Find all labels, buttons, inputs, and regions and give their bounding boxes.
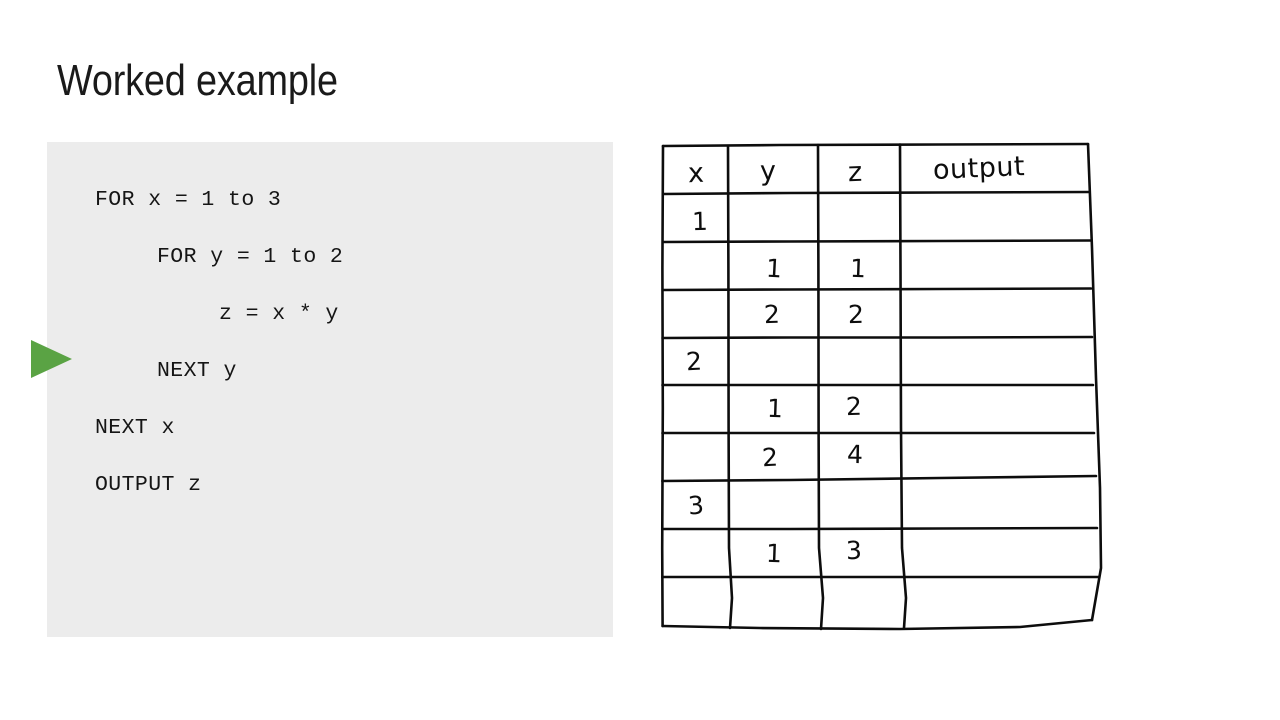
trace-table-header-output: output (932, 151, 1026, 186)
code-line: NEXT x (95, 416, 175, 440)
code-line: OUTPUT z (95, 473, 202, 497)
trace-table-grid (660, 142, 1103, 631)
trace-cell-z: 2 (845, 391, 863, 422)
trace-cell-y: 1 (765, 253, 783, 284)
trace-cell-z: 3 (845, 535, 863, 566)
trace-table: x y z output 1 1 1 2 2 2 1 2 2 4 3 1 3 (640, 128, 1120, 648)
trace-table-header-y: y (759, 155, 777, 188)
trace-cell-y: 2 (763, 299, 781, 330)
code-line: z = x * y (219, 302, 339, 326)
trace-cell-y: 1 (765, 538, 783, 569)
trace-table-header-x: x (687, 157, 705, 190)
code-line-list: FOR x = 1 to 3 FOR y = 1 to 2 z = x * y … (47, 142, 613, 514)
trace-cell-x: 1 (691, 206, 709, 237)
trace-cell-z: 2 (847, 299, 865, 330)
trace-cell-y: 1 (766, 393, 784, 424)
trace-table-header-z: z (847, 156, 863, 189)
page-title: Worked example (57, 56, 338, 105)
trace-cell-x: 2 (685, 346, 703, 377)
code-line: FOR y = 1 to 2 (157, 245, 344, 269)
trace-cell-y: 2 (761, 442, 779, 473)
code-panel: FOR x = 1 to 3 FOR y = 1 to 2 z = x * y … (47, 142, 613, 637)
code-line: NEXT y (157, 359, 237, 383)
play-triangle-icon (31, 340, 72, 378)
code-line: FOR x = 1 to 3 (95, 188, 282, 212)
trace-cell-z: 1 (849, 253, 867, 284)
trace-cell-z: 4 (846, 439, 864, 470)
trace-cell-x: 3 (687, 490, 705, 521)
